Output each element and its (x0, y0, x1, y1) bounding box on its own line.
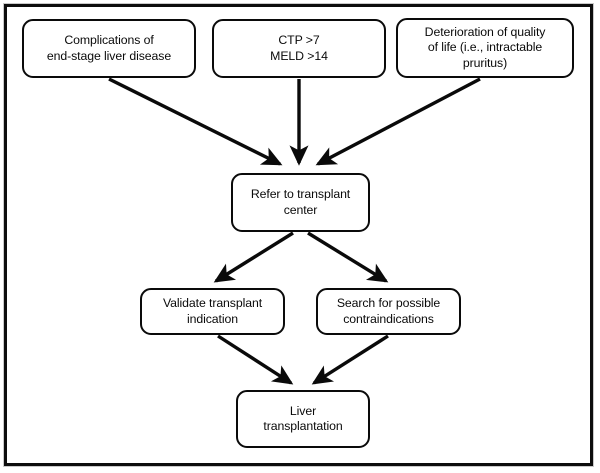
node-search-contraindications: Search for possible contraindications (316, 288, 461, 335)
node-validate-indication: Validate transplant indication (140, 288, 285, 335)
node-liver-transplantation: Liver transplantation (236, 390, 370, 448)
node-scores: CTP >7 MELD >14 (212, 19, 386, 78)
node-complications: Complications of end-stage liver disease (22, 19, 196, 78)
node-quality-of-life-label: Deterioration of quality of life (i.e., … (424, 24, 546, 70)
node-refer-to-transplant-center-label: Refer to transplant center (250, 187, 351, 217)
node-search-contraindications-label: Search for possible contraindications (336, 296, 441, 326)
node-complications-label: Complications of end-stage liver disease (46, 33, 172, 63)
node-liver-transplantation-label: Liver transplantation (263, 403, 343, 433)
node-refer-to-transplant-center: Refer to transplant center (231, 173, 370, 232)
node-validate-indication-label: Validate transplant indication (162, 296, 263, 326)
node-scores-label: CTP >7 MELD >14 (270, 33, 328, 63)
node-quality-of-life: Deterioration of quality of life (i.e., … (396, 18, 574, 78)
